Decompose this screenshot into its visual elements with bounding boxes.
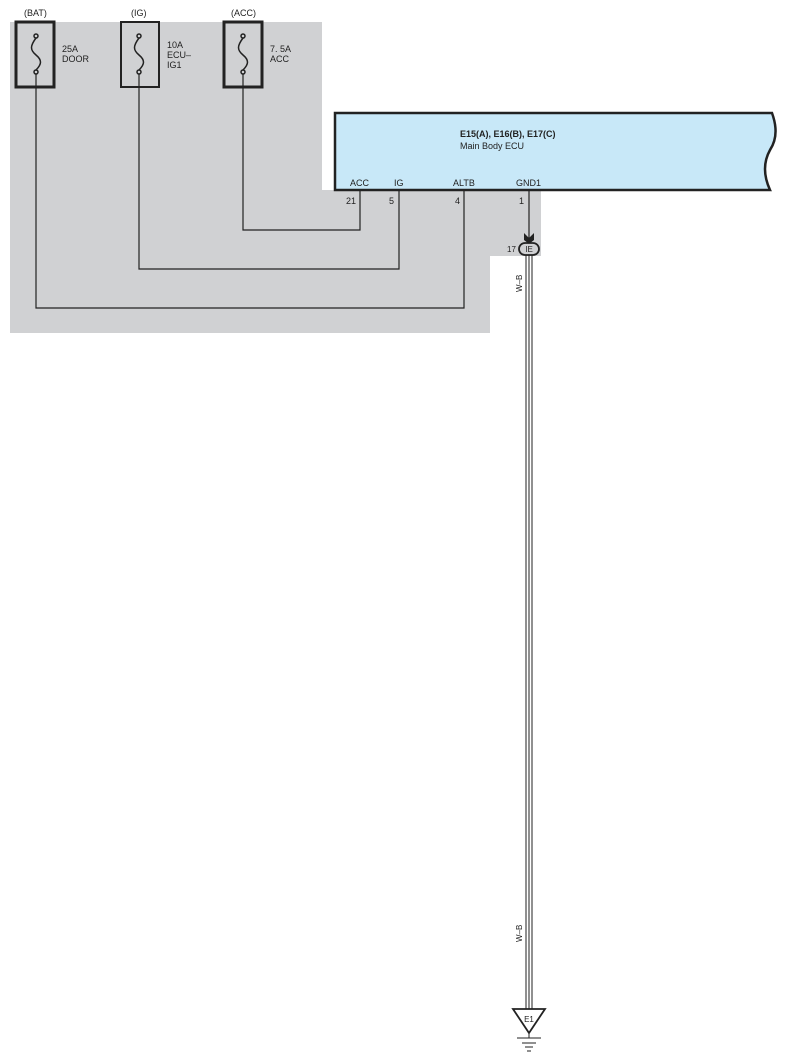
junction-pin-number: 17 [507,245,516,254]
wire-ig [138,74,400,270]
wire-altb [35,74,465,309]
fuse-source-acc: (ACC) [231,8,256,18]
shaded-region [10,22,541,333]
fuse-rating-7-5a: 7. 5A [270,44,291,54]
pin-label-ig: IG [394,178,404,188]
pin-number-21: 21 [346,196,356,206]
pin-label-gnd1: GND1 [516,178,541,188]
wire-color-label-top: W–B [515,275,524,292]
pin-number-4: 4 [455,196,460,206]
fuse-source-ig: (IG) [131,8,147,18]
junction-id: IE [525,245,533,254]
ecu-box [333,111,777,192]
wire-acc [242,74,361,231]
fuse-name-acc: ACC [270,54,290,64]
wire-wb [525,255,533,1010]
ground-id: E1 [524,1015,534,1024]
fuse-rating-25a: 25A [62,44,78,54]
ground-point-triangle [511,1008,547,1035]
connector-arrow-icon [524,233,534,244]
fuse-name-ecu: ECU– [167,50,191,60]
fuse-name-door: DOOR [62,54,90,64]
pin-number-5: 5 [389,196,394,206]
ecu-connectors-label: E15(A), E16(B), E17(C) [460,129,556,139]
fuse-name-ig1: IG1 [167,60,182,70]
fuse-box-ecu-ig1 [120,21,160,88]
pin-label-acc: ACC [350,178,370,188]
fuse-box-door [14,20,56,89]
pin-label-altb: ALTB [453,178,475,188]
wire-color-label-bottom: W–B [515,925,524,942]
fuse-source-bat: (BAT) [24,8,47,18]
ecu-name: Main Body ECU [460,141,524,151]
pin-number-1: 1 [519,196,524,206]
ground-icon [517,1033,541,1052]
fuse-rating-10a: 10A [167,40,183,50]
